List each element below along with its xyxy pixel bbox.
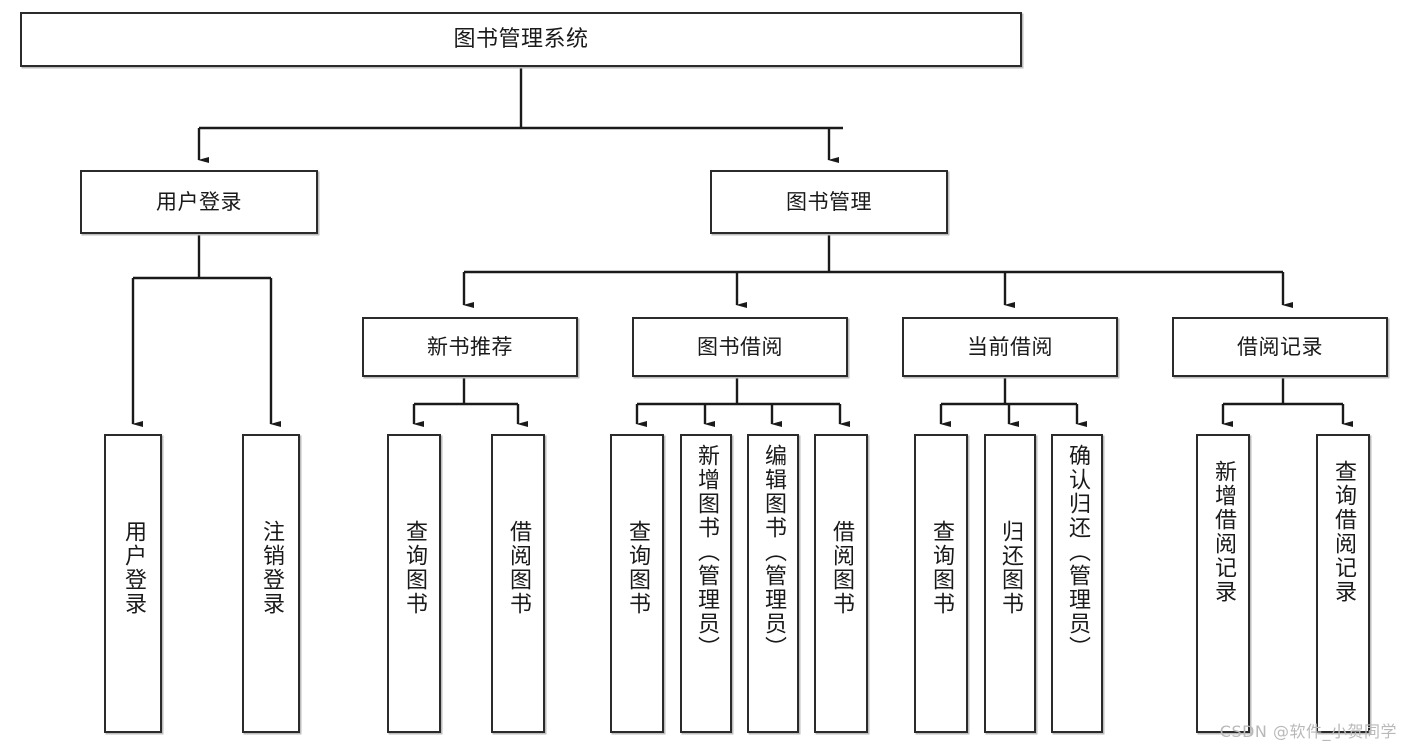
node-book-borrow-label: 图书借阅 <box>697 334 783 359</box>
leaf-logout-login[interactable]: 注销登录 <box>242 434 300 733</box>
leaf-query-book-3-label: 查询图书 <box>929 520 954 616</box>
node-new-book-recommend[interactable]: 新书推荐 <box>362 317 578 377</box>
leaf-return-book[interactable]: 归还图书 <box>984 434 1036 733</box>
leaf-edit-book[interactable]: 编辑图书（管理员） <box>747 434 799 733</box>
node-user-login-label: 用户登录 <box>156 189 242 214</box>
leaf-query-book-2-label: 查询图书 <box>625 520 650 616</box>
leaf-confirm-return-label: 确认归还（管理员） <box>1065 444 1090 660</box>
leaf-query-record[interactable]: 查询借阅记录 <box>1316 434 1370 733</box>
node-new-book-recommend-label: 新书推荐 <box>427 334 513 359</box>
node-book-management-label: 图书管理 <box>786 189 872 214</box>
leaf-query-book-1-label: 查询图书 <box>402 520 427 616</box>
leaf-borrow-book-1-label: 借阅图书 <box>506 520 531 616</box>
node-current-borrow[interactable]: 当前借阅 <box>902 317 1118 377</box>
leaf-add-book-label: 新增图书（管理员） <box>694 444 719 660</box>
watermark: CSDN @软件_小贺同学 <box>1219 722 1397 741</box>
leaf-return-book-label: 归还图书 <box>998 520 1023 616</box>
leaf-query-book-3[interactable]: 查询图书 <box>914 434 968 733</box>
leaf-confirm-return[interactable]: 确认归还（管理员） <box>1051 434 1103 733</box>
leaf-user-login-label: 用户登录 <box>121 520 146 616</box>
leaf-user-login[interactable]: 用户登录 <box>104 434 162 733</box>
node-book-borrow[interactable]: 图书借阅 <box>632 317 848 377</box>
leaf-edit-book-label: 编辑图书（管理员） <box>761 444 786 660</box>
node-root[interactable]: 图书管理系统 <box>20 12 1022 67</box>
leaf-query-book-2[interactable]: 查询图书 <box>610 434 664 733</box>
leaf-query-book-1[interactable]: 查询图书 <box>387 434 441 733</box>
node-current-borrow-label: 当前借阅 <box>967 334 1053 359</box>
leaf-logout-login-label: 注销登录 <box>259 520 284 616</box>
node-root-label: 图书管理系统 <box>453 26 589 52</box>
node-book-management[interactable]: 图书管理 <box>710 170 948 234</box>
leaf-borrow-book-2-label: 借阅图书 <box>829 520 854 616</box>
node-user-login[interactable]: 用户登录 <box>80 170 318 234</box>
node-borrow-record[interactable]: 借阅记录 <box>1172 317 1388 377</box>
leaf-add-record-label: 新增借阅记录 <box>1211 460 1236 604</box>
node-borrow-record-label: 借阅记录 <box>1237 334 1323 359</box>
leaf-query-record-label: 查询借阅记录 <box>1331 460 1356 604</box>
leaf-borrow-book-2[interactable]: 借阅图书 <box>814 434 868 733</box>
leaf-add-record[interactable]: 新增借阅记录 <box>1196 434 1250 733</box>
leaf-borrow-book-1[interactable]: 借阅图书 <box>491 434 545 733</box>
leaf-add-book[interactable]: 新增图书（管理员） <box>680 434 732 733</box>
